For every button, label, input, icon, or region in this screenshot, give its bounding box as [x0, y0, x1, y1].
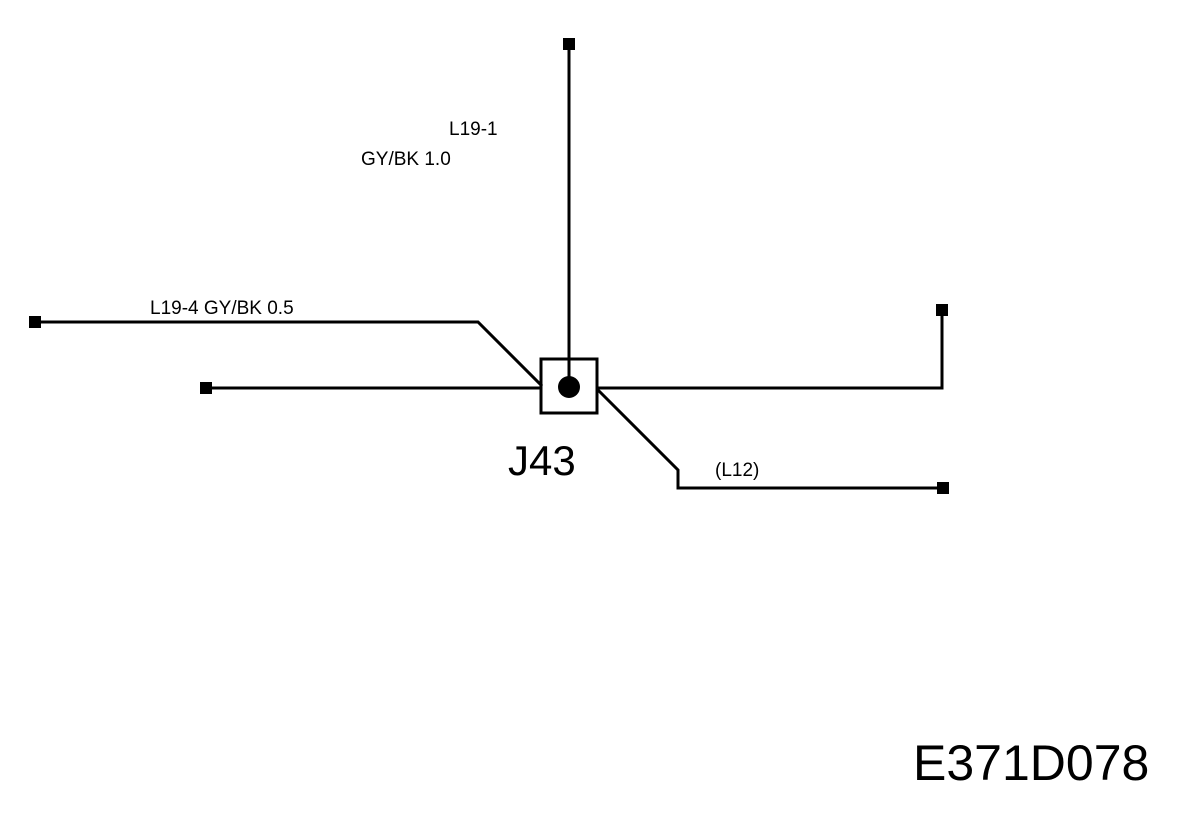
terminal-right-upper: [936, 304, 948, 316]
label-diagram-code: E371D078: [913, 735, 1149, 791]
terminal-left-upper: [29, 316, 41, 328]
label-top-wire-id: L19-1: [449, 119, 498, 140]
wire-left-upper-l19-4: [35, 320, 544, 388]
wire-right-upper: [598, 310, 944, 390]
junction-dot: [558, 376, 580, 398]
wire-right-lower-l12: [596, 388, 943, 490]
label-junction: J43: [508, 437, 576, 484]
terminal-left-lower: [200, 382, 212, 394]
terminal-top: [563, 38, 575, 50]
label-right-wire-ref: (L12): [715, 460, 759, 481]
terminal-right-lower: [937, 482, 949, 494]
junction-box: [539, 357, 599, 415]
label-top-wire-spec: GY/BK 1.0: [361, 149, 451, 170]
label-left-wire: L19-4 GY/BK 0.5: [150, 298, 294, 319]
